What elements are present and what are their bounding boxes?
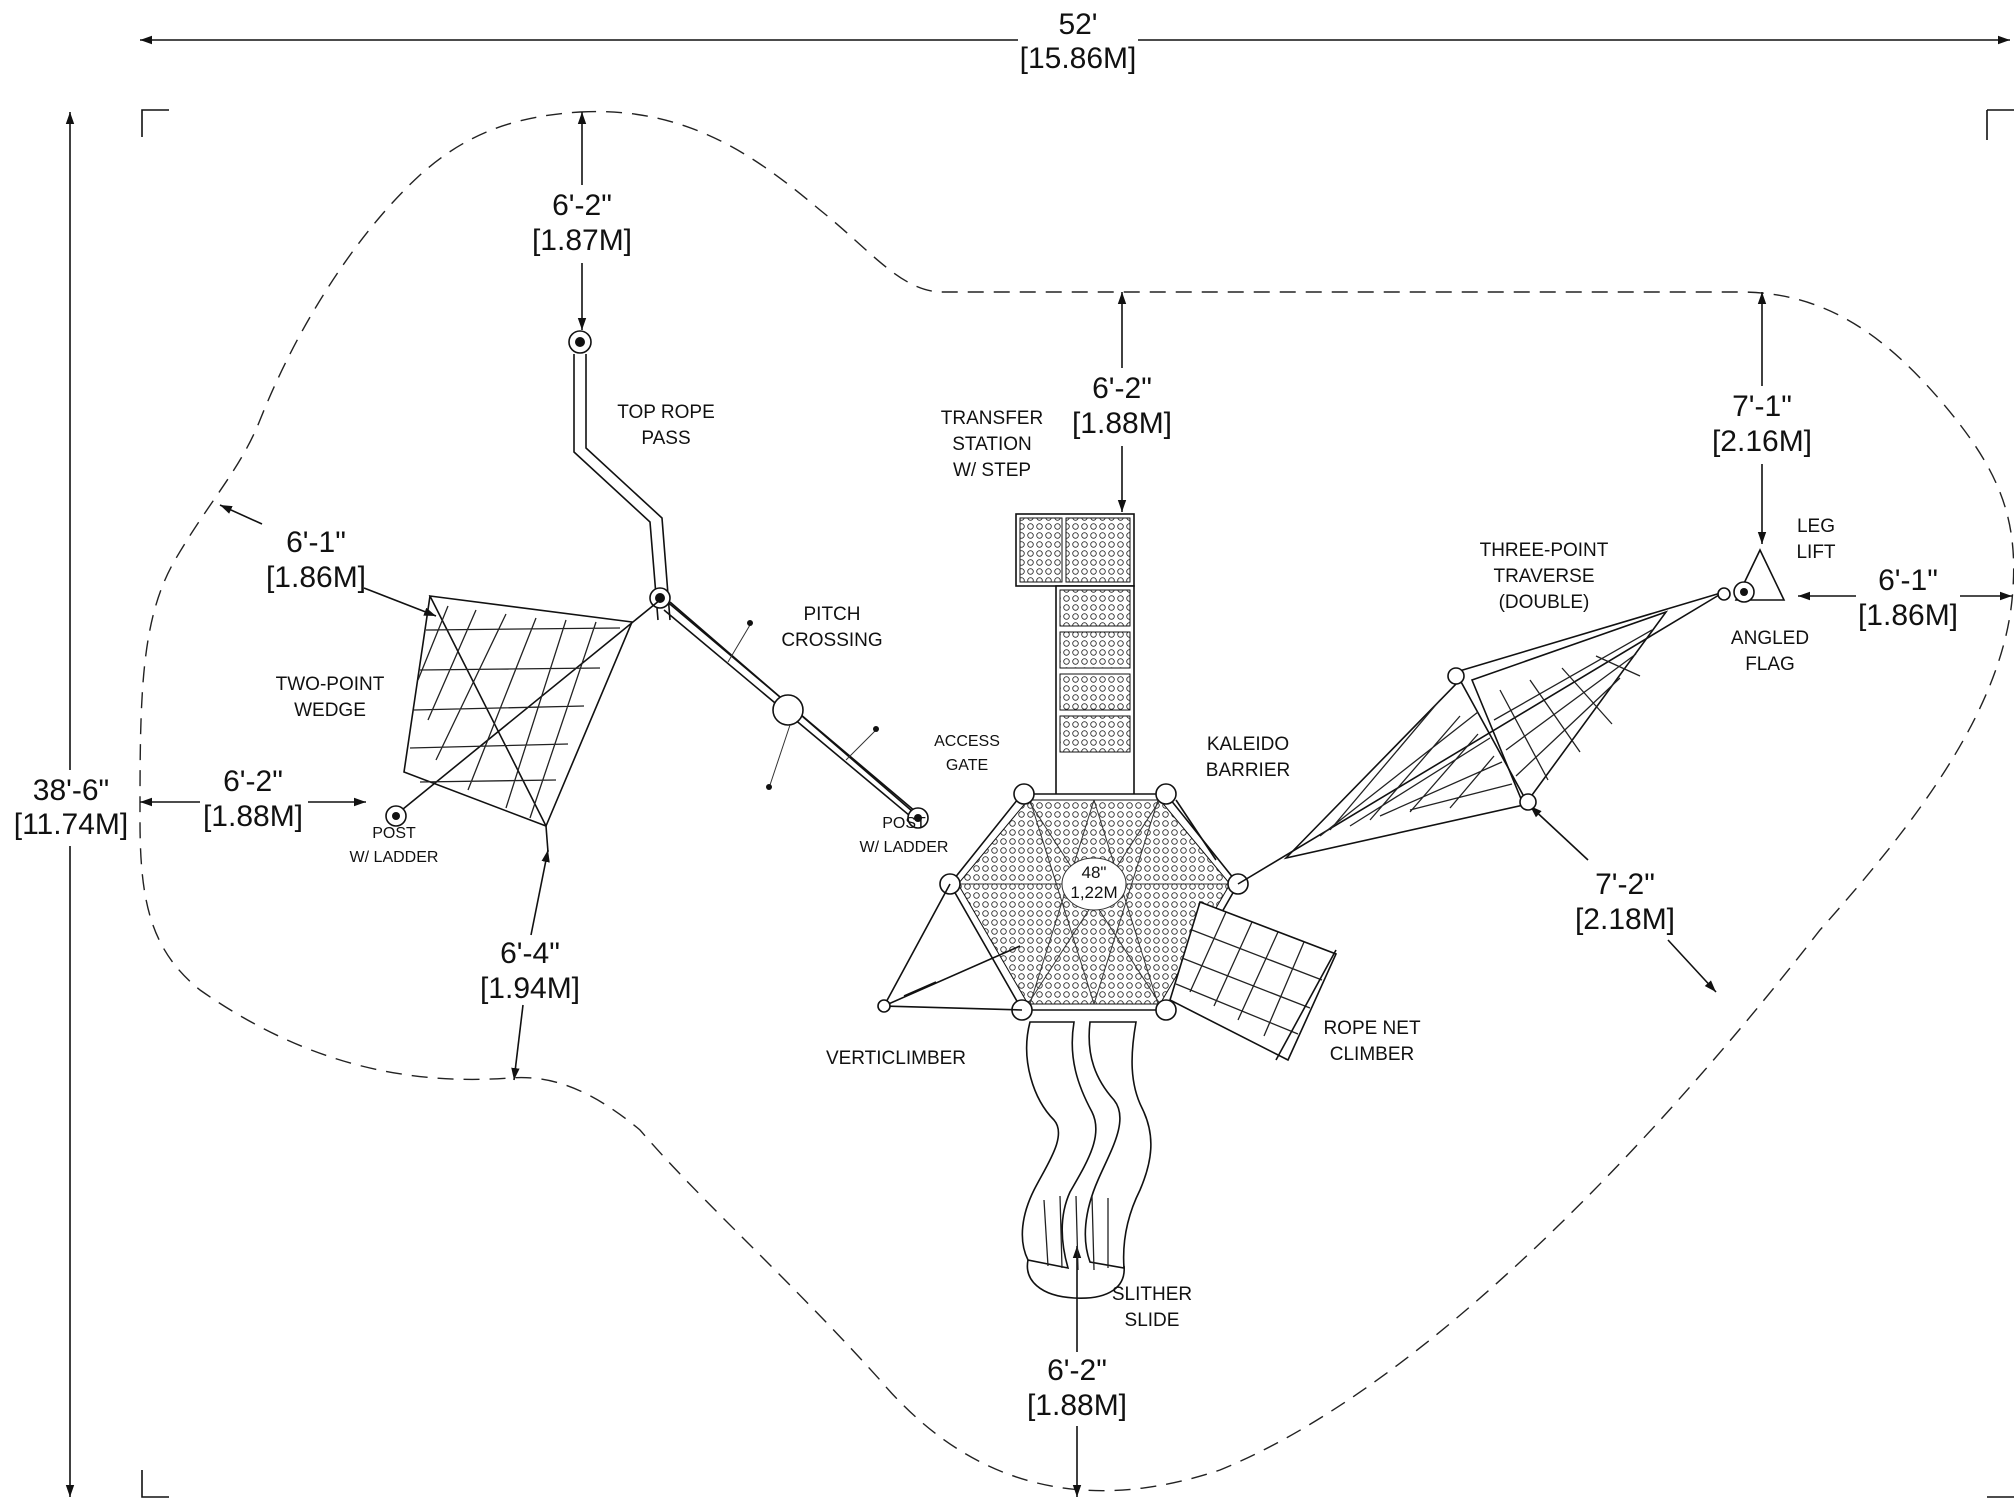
svg-text:[2.16M]: [2.16M] <box>1712 425 1812 458</box>
label-three-point-traverse: THREE-POINT TRAVERSE (DOUBLE) <box>1480 540 1609 613</box>
label-access-gate: ACCESS GATE <box>934 733 1000 774</box>
svg-text:[1.87M]: [1.87M] <box>532 224 632 257</box>
clearance-leg-lift-top: 7'-1" [2.16M] <box>1710 292 1814 544</box>
top-rope-pass <box>568 330 671 621</box>
use-zone-boundary <box>139 110 2014 1492</box>
slither-slide <box>1021 1021 1152 1299</box>
label-post-ladder-left: POST W/ LADDER <box>350 825 439 866</box>
leg-lift <box>1733 548 1786 603</box>
svg-text:CROSSING: CROSSING <box>781 630 882 651</box>
label-verticlimber: VERTICLIMBER <box>826 1048 966 1069</box>
svg-text:7'-2": 7'-2" <box>1595 868 1655 901</box>
label-angled-flag: ANGLED FLAG <box>1731 628 1809 675</box>
overall-depth-ft: 38'-6" <box>33 774 109 807</box>
svg-text:[1.86M]: [1.86M] <box>266 561 366 594</box>
clearance-traverse: 7'-2" [2.18M] <box>1529 805 1717 993</box>
svg-text:GATE: GATE <box>946 757 988 774</box>
label-transfer-station: TRANSFER STATION W/ STEP <box>941 408 1043 481</box>
svg-text:TRANSFER: TRANSFER <box>941 408 1043 429</box>
crop-marks <box>141 109 2014 1498</box>
label-rope-net-climber: ROPE NET CLIMBER <box>1323 1018 1421 1065</box>
svg-text:WEDGE: WEDGE <box>294 700 366 721</box>
svg-text:6'-1": 6'-1" <box>286 526 346 559</box>
svg-text:6'-2": 6'-2" <box>223 765 283 798</box>
svg-text:W/ LADDER: W/ LADDER <box>860 839 949 856</box>
label-two-point-wedge: TWO-POINT WEDGE <box>276 674 385 721</box>
hex-deck: 48" 1,22M <box>939 783 1249 1021</box>
svg-text:ROPE NET: ROPE NET <box>1323 1018 1421 1039</box>
svg-text:ANGLED: ANGLED <box>1731 628 1809 649</box>
svg-text:[1.88M]: [1.88M] <box>1072 407 1172 440</box>
clearance-transfer: 6'-2" [1.88M] <box>1070 292 1174 512</box>
svg-text:[1.86M]: [1.86M] <box>1858 599 1958 632</box>
overall-width-dimension: 52' [15.86M] <box>140 6 2010 78</box>
svg-text:(DOUBLE): (DOUBLE) <box>1499 592 1590 613</box>
pitch-crossing <box>649 587 929 829</box>
svg-text:[2.18M]: [2.18M] <box>1575 903 1675 936</box>
three-point-traverse <box>1237 587 1731 885</box>
svg-text:FLAG: FLAG <box>1745 654 1795 675</box>
svg-text:6'-2": 6'-2" <box>1047 1354 1107 1387</box>
svg-text:LEG: LEG <box>1797 516 1835 537</box>
svg-text:[1.88M]: [1.88M] <box>1027 1389 1127 1422</box>
svg-text:W/ STEP: W/ STEP <box>953 460 1031 481</box>
label-leg-lift: LEG LIFT <box>1796 516 1835 563</box>
svg-text:[1.88M]: [1.88M] <box>203 800 303 833</box>
svg-text:POST: POST <box>372 825 416 842</box>
verticlimber <box>877 883 1023 1013</box>
label-pitch-crossing: PITCH CROSSING <box>781 604 882 651</box>
label-slither-slide: SLITHER SLIDE <box>1112 1284 1192 1331</box>
svg-text:PITCH: PITCH <box>804 604 861 625</box>
svg-text:6'-2": 6'-2" <box>552 189 612 222</box>
svg-text:CLIMBER: CLIMBER <box>1330 1044 1414 1065</box>
clearance-leg-lift-right: 6'-1" [1.86M] <box>1798 564 2012 636</box>
svg-text:W/ LADDER: W/ LADDER <box>350 849 439 866</box>
svg-text:6'-4": 6'-4" <box>500 937 560 970</box>
deck-size-m: 1,22M <box>1070 883 1117 902</box>
deck-size-in: 48" <box>1082 863 1107 882</box>
rope-net-climber <box>1169 900 1338 1062</box>
overall-depth-dimension: 38'-6" [11.74M] <box>14 112 129 1497</box>
clearance-top-rope: 6'-2" [1.87M] <box>530 112 634 330</box>
svg-text:THREE-POINT: THREE-POINT <box>1480 540 1609 561</box>
clearance-wedge-upper: 6'-1" [1.86M] <box>219 504 437 617</box>
svg-text:[1.94M]: [1.94M] <box>480 972 580 1005</box>
label-top-rope-pass: TOP ROPE PASS <box>617 402 715 449</box>
clearance-left-post: 6'-2" [1.88M] <box>140 765 366 833</box>
svg-text:TRAVERSE: TRAVERSE <box>1493 566 1594 587</box>
transfer-station <box>1015 513 1135 797</box>
svg-text:PASS: PASS <box>641 428 690 449</box>
svg-text:6'-2": 6'-2" <box>1092 372 1152 405</box>
clearance-wedge-lower: 6'-4" [1.94M] <box>480 849 580 1081</box>
overall-depth-m: [11.74M] <box>14 808 129 841</box>
svg-text:VERTICLIMBER: VERTICLIMBER <box>826 1048 966 1069</box>
label-post-ladder-center: POST W/ LADDER <box>860 815 949 856</box>
svg-text:TOP ROPE: TOP ROPE <box>617 402 715 423</box>
overall-width-m: [15.86M] <box>1020 42 1137 75</box>
svg-text:ACCESS: ACCESS <box>934 733 1000 750</box>
overall-width-ft: 52' <box>1058 8 1097 41</box>
svg-text:LIFT: LIFT <box>1796 542 1835 563</box>
svg-text:TWO-POINT: TWO-POINT <box>276 674 385 695</box>
svg-text:7'-1": 7'-1" <box>1732 390 1792 423</box>
label-kaleido-barrier: KALEIDO BARRIER <box>1206 734 1290 781</box>
svg-text:KALEIDO: KALEIDO <box>1207 734 1289 755</box>
svg-text:SLIDE: SLIDE <box>1125 1310 1180 1331</box>
two-point-wedge <box>385 595 661 853</box>
svg-text:SLITHER: SLITHER <box>1112 1284 1192 1305</box>
svg-text:BARRIER: BARRIER <box>1206 760 1290 781</box>
svg-text:6'-1": 6'-1" <box>1878 564 1938 597</box>
svg-text:POST: POST <box>882 815 926 832</box>
clearance-slide: 6'-2" [1.88M] <box>1027 1246 1127 1497</box>
svg-text:STATION: STATION <box>952 434 1032 455</box>
